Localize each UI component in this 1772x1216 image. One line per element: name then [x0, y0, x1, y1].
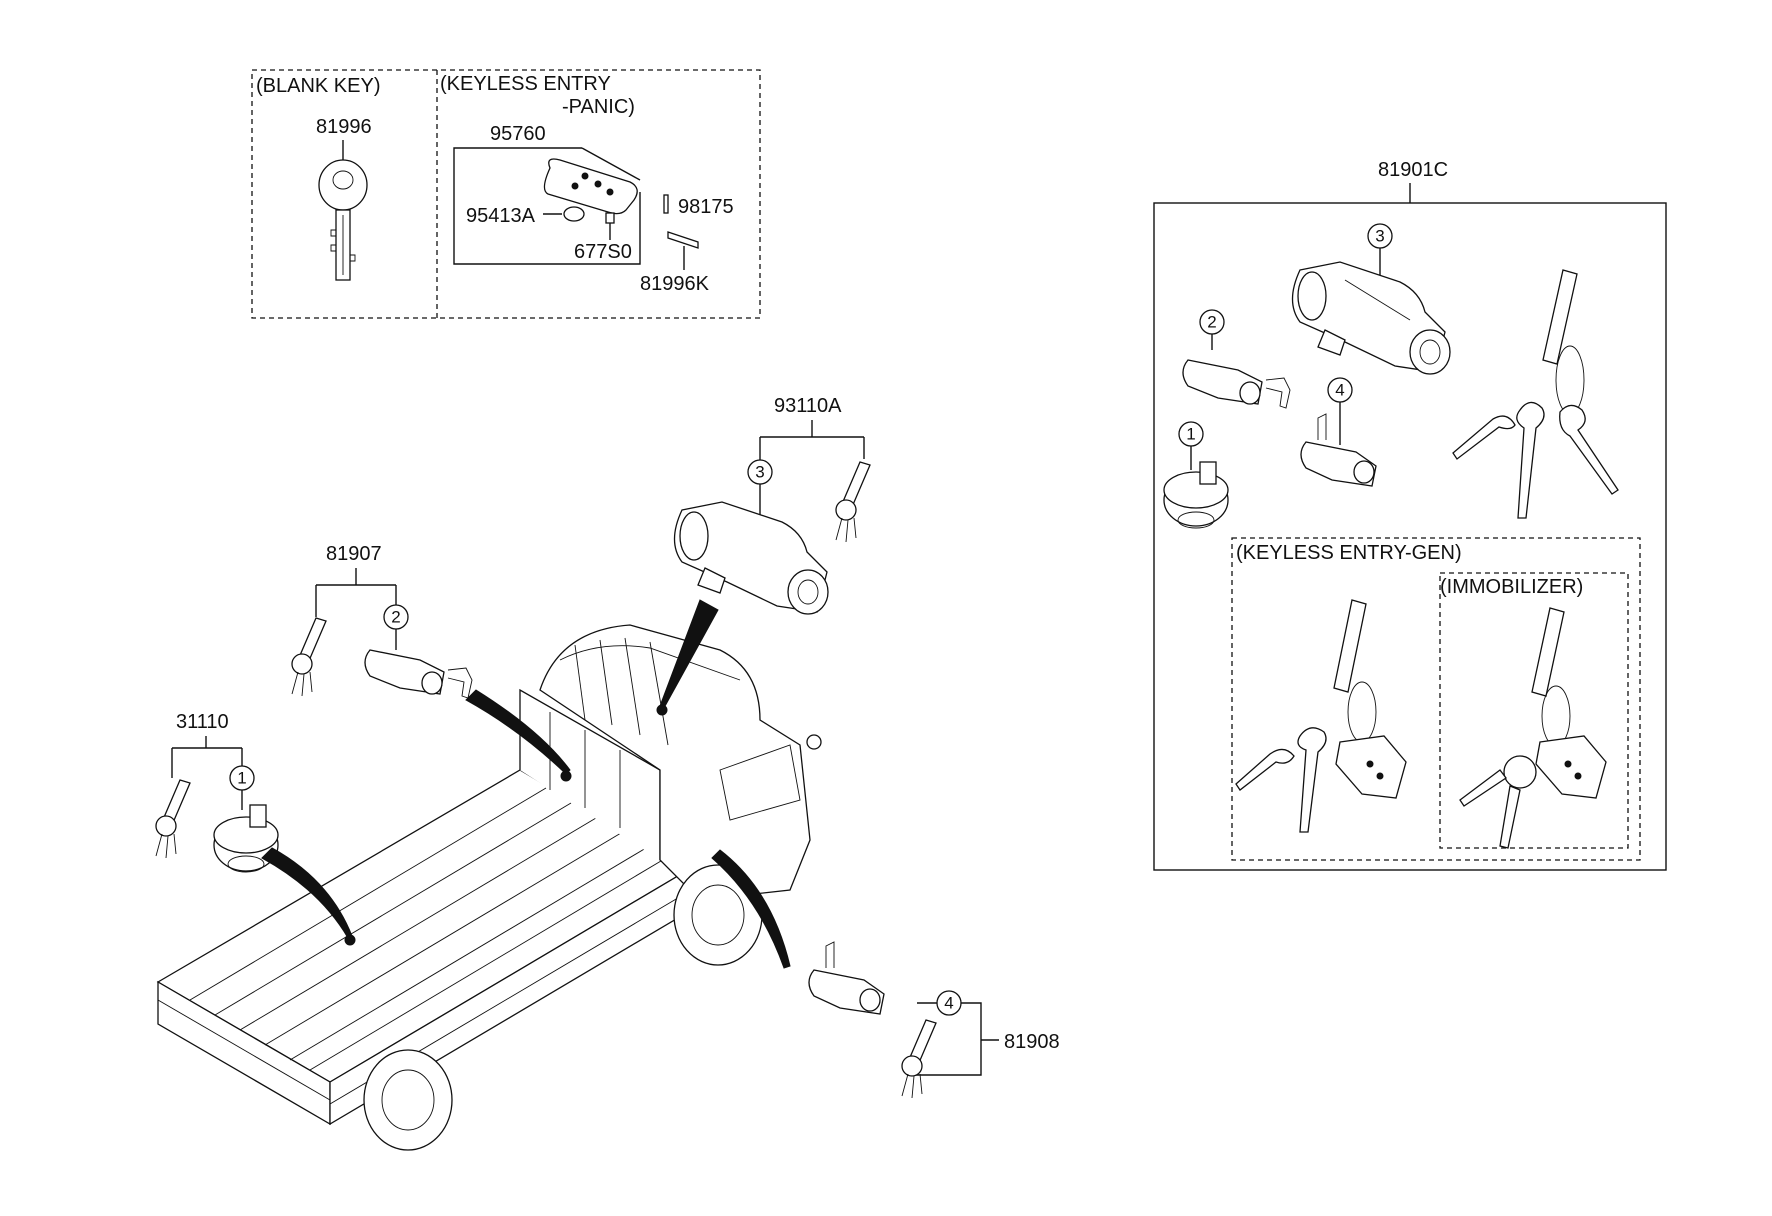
callout-2-label: 2 [391, 608, 400, 627]
callout-4-label: 4 [944, 994, 953, 1013]
part-number-98175: 98175 [678, 196, 734, 218]
part-number-31110: 31110 [176, 711, 229, 733]
remote-fob-icon [543, 158, 638, 215]
door-cylinder-rh-icon [808, 941, 885, 1015]
immobilizer-caption: (IMMOBILIZER) [1440, 576, 1583, 598]
callout-3-label: 3 [755, 463, 764, 482]
ignition-switch-set-icon [1291, 261, 1451, 375]
cover-pin-icon [663, 194, 669, 214]
part-number-81908: 81908 [1004, 1031, 1060, 1053]
keyless-panic-caption-2: -PANIC) [562, 96, 635, 118]
callout-1-label: 1 [237, 769, 246, 788]
callout-1-set-label: 1 [1186, 425, 1195, 444]
door-cylinder-lh-set-icon [1182, 359, 1291, 409]
lock-set-panel: 81901C 3 2 1 [1153, 159, 1667, 871]
callout-3-set-label: 3 [1375, 227, 1384, 246]
ignition-lock-group: 93110A 3 [673, 395, 871, 615]
door-cylinder-lh-icon [364, 649, 473, 699]
battery-icon [543, 206, 585, 222]
ignition-keys-icon [835, 461, 871, 543]
callout-4-set-label: 4 [1335, 381, 1344, 400]
key-ring-set-icon [1452, 269, 1619, 519]
fuel-cap-group: 31110 1 [155, 711, 279, 873]
blank-key-icon [318, 140, 368, 281]
immobilizer-keyset-icon [1459, 607, 1607, 849]
door-lock-group: 81907 2 [291, 543, 473, 699]
door-lock-rh-keys-icon [901, 1019, 937, 1099]
blank-key-keyless-panel: (BLANK KEY) (KEYLESS ENTRY -PANIC) 81996… [251, 69, 761, 319]
part-number-81907: 81907 [326, 543, 382, 565]
door-cylinder-rh-set-icon [1300, 413, 1377, 487]
part-number-93110a: 93110A [774, 395, 842, 417]
fuel-cap-set-icon [1163, 461, 1229, 529]
door-lock-keys-icon [291, 617, 327, 697]
part-number-677s0: 677S0 [574, 241, 632, 263]
ignition-switch-icon [673, 501, 829, 615]
part-number-95760: 95760 [490, 123, 546, 145]
blank-key-caption: (BLANK KEY) [256, 75, 380, 97]
truck-illustration [156, 599, 822, 1151]
part-number-95413a: 95413A [466, 205, 536, 227]
pointer-door-lh [465, 689, 571, 775]
key-blade-icon [667, 231, 699, 270]
door-lock-rh-group: 4 81908 [808, 941, 1060, 1099]
fuel-cap-keys-icon [155, 779, 191, 859]
pointer-door-rh [711, 849, 791, 969]
screw-icon [605, 212, 615, 224]
keyless-gen-keyset-icon [1235, 599, 1407, 833]
callout-2-set-label: 2 [1207, 313, 1216, 332]
part-number-81996k: 81996K [640, 273, 710, 295]
part-number-81901c: 81901C [1378, 159, 1448, 181]
part-number-81996: 81996 [316, 116, 372, 138]
keyless-panic-caption-1: (KEYLESS ENTRY [440, 73, 611, 95]
keyless-gen-caption: (KEYLESS ENTRY-GEN) [1236, 542, 1462, 564]
